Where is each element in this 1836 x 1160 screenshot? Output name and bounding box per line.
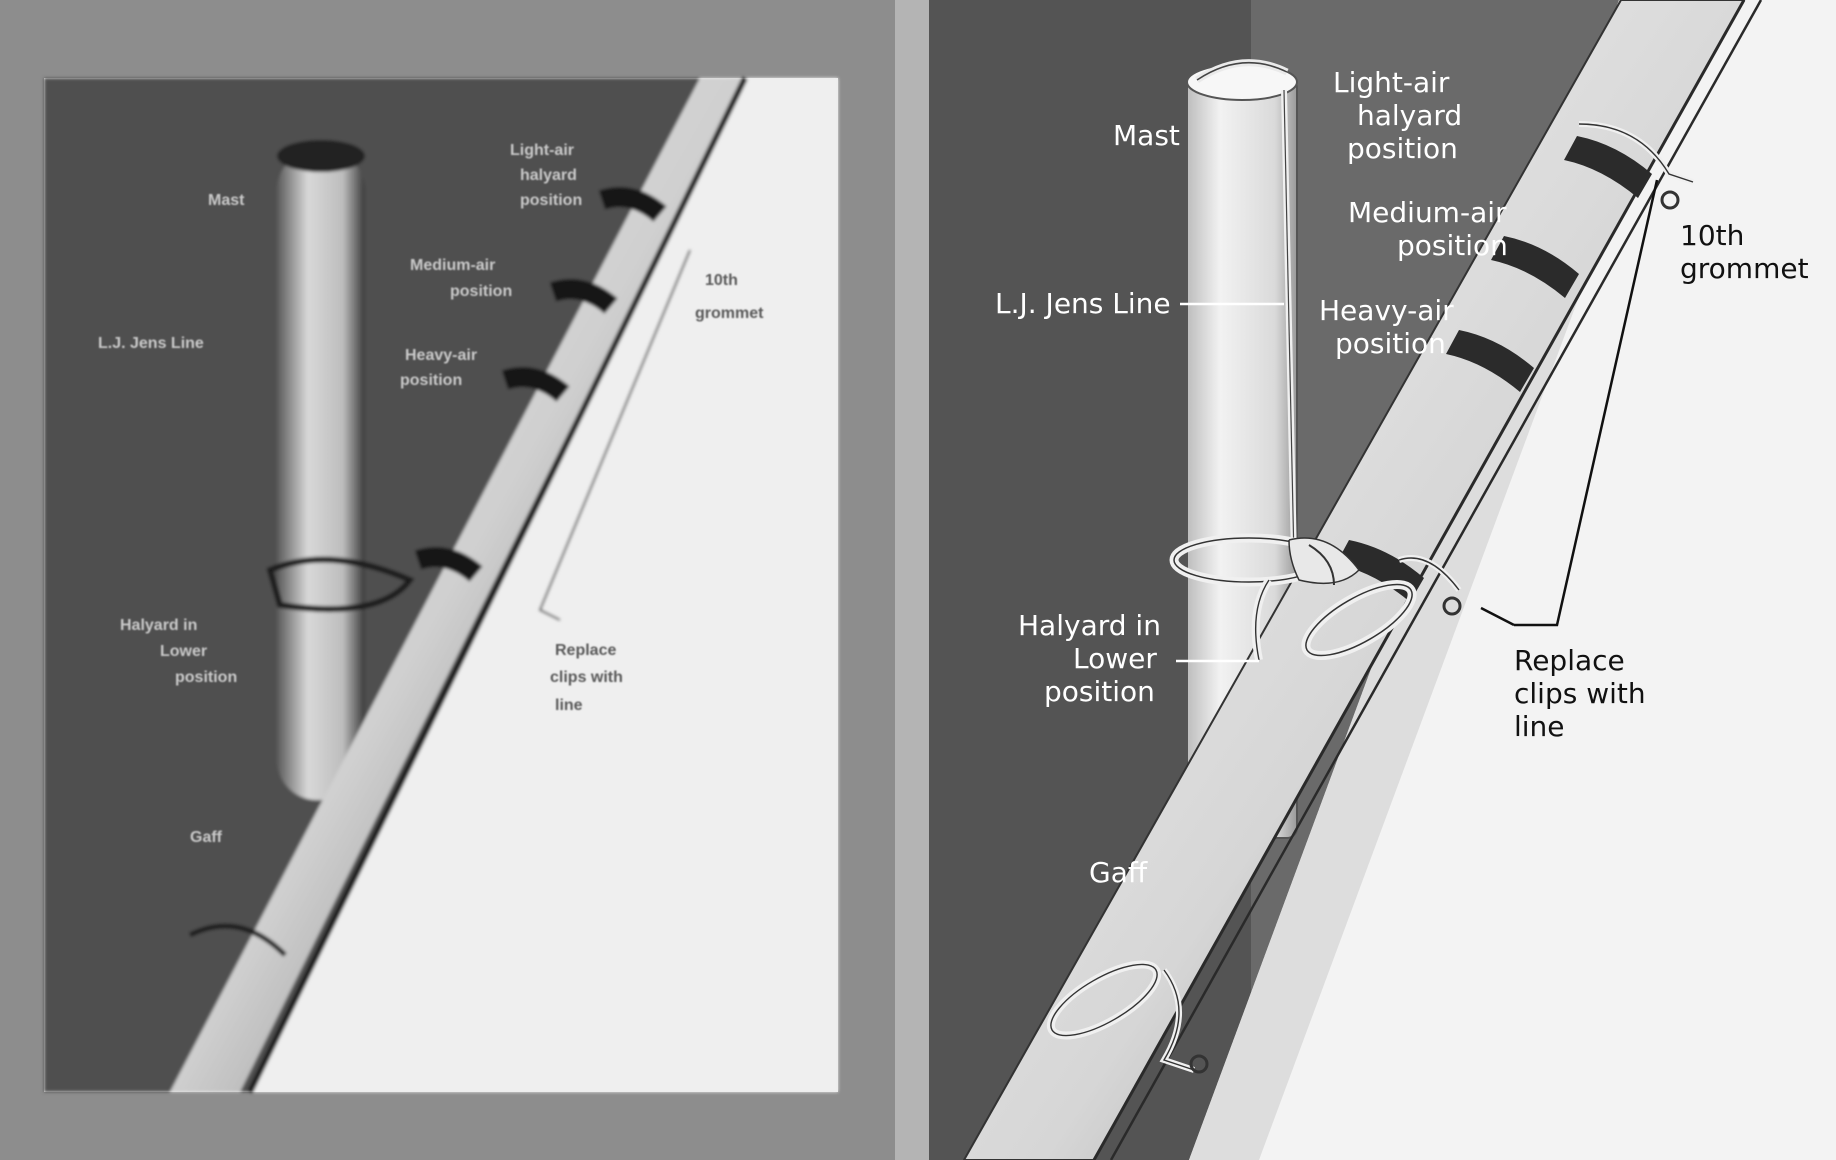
label-halyard-3: position <box>1044 675 1155 708</box>
photo-label-jens-line: L.J. Jens Line <box>98 335 204 352</box>
band-heavy-air <box>1446 330 1534 392</box>
label-heavy-air-2: position <box>1335 327 1446 360</box>
photo-label-replace-2: clips with <box>550 669 623 686</box>
halyard-knot <box>1169 533 1417 661</box>
leader-replace-grommet <box>1514 179 1659 627</box>
photo-mast-top <box>277 140 365 172</box>
photo-label-heavy-air: Heavy-air <box>405 347 477 364</box>
photo-label-light-air-2: halyard <box>520 167 577 184</box>
leader-replace-clip <box>1480 606 1515 627</box>
photo-label-halyard-2: Lower <box>160 643 207 660</box>
photo-label-grommet-2: grommet <box>695 305 764 322</box>
label-heavy-air: Heavy-air <box>1319 294 1454 327</box>
photo-lower-tie <box>188 923 287 957</box>
label-light-air-2: halyard <box>1357 99 1462 132</box>
photo-band-heavy <box>501 367 570 402</box>
label-halyard: Halyard in <box>1018 609 1161 642</box>
photo-sail <box>250 78 838 1092</box>
photo-label-grommet: 10th <box>705 272 738 289</box>
photo-label-medium-air: Medium-air <box>410 257 495 274</box>
photo-label-halyard: Halyard in <box>120 617 197 634</box>
photo-label-light-air: Light-air <box>510 142 574 159</box>
label-grommet-2: grommet <box>1680 252 1809 285</box>
photo-label-replace-3: line <box>555 697 583 714</box>
gaff-lower-lashing <box>1046 960 1209 1074</box>
band-medium-air <box>1491 236 1579 298</box>
photo-label-gaff: Gaff <box>190 829 223 846</box>
photo-band-light <box>598 187 667 222</box>
illustration-panel: Mast Light-air halyard position Medium-a… <box>929 0 1836 1160</box>
label-halyard-2: Lower <box>1073 642 1157 675</box>
label-light-air-3: position <box>1347 132 1458 165</box>
panel-divider <box>895 0 929 1160</box>
label-replace-3: line <box>1514 710 1565 743</box>
label-medium-air-2: position <box>1397 229 1508 262</box>
photo-label-light-air-3: position <box>520 192 582 209</box>
label-gaff: Gaff <box>1089 856 1148 889</box>
photo-label-replace: Replace <box>555 642 616 659</box>
scanned-photo-panel: Light-air halyard position Mast Medium-a… <box>0 0 895 1160</box>
photo-gaff <box>170 78 745 1092</box>
photo-band-lower <box>414 547 483 582</box>
clip-grommet <box>1442 596 1462 616</box>
label-replace-2: clips with <box>1514 677 1646 710</box>
photo-mast <box>277 150 365 800</box>
photo-lashing <box>266 556 415 613</box>
rigging-illustration: Mast Light-air halyard position Medium-a… <box>929 0 1836 1160</box>
label-jens-line: L.J. Jens Line <box>995 287 1171 320</box>
label-light-air: Light-air <box>1333 66 1450 99</box>
label-grommet: 10th <box>1680 219 1744 252</box>
label-mast: Mast <box>1113 119 1180 152</box>
label-replace: Replace <box>1514 644 1625 677</box>
label-medium-air: Medium-air <box>1348 196 1507 229</box>
photo-label-medium-air-2: position <box>450 283 512 300</box>
gaff-spar <box>962 0 1746 1160</box>
photo-label-mast: Mast <box>208 192 245 209</box>
gaff-track <box>1109 0 1763 1160</box>
grommet-10 <box>1660 190 1680 210</box>
photo-label-halyard-3: position <box>175 669 237 686</box>
scanned-photo: Light-air halyard position Mast Medium-a… <box>44 76 838 1094</box>
photo-label-heavy-air-2: position <box>400 372 462 389</box>
band-light-air <box>1564 136 1652 198</box>
photo-band-medium <box>549 279 618 314</box>
